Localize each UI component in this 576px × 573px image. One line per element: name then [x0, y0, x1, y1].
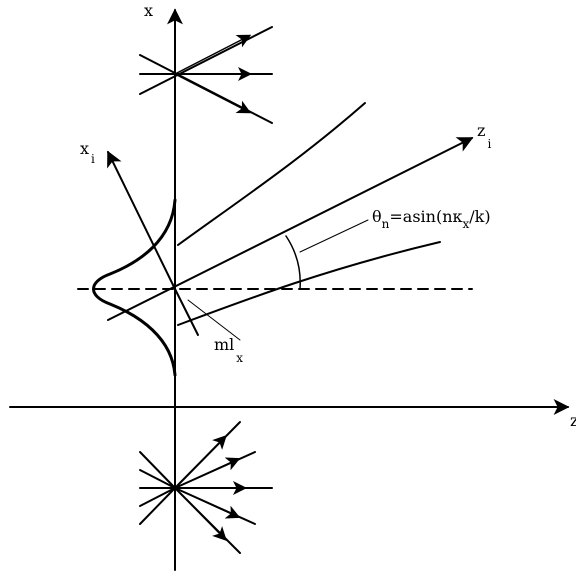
gaussian-profile	[92, 198, 177, 377]
x-axis-label: x	[144, 1, 153, 20]
theta-leader-line	[299, 219, 369, 253]
zi-axis-arrow	[107, 137, 474, 321]
theta-angle-arc	[285, 235, 301, 290]
xi-axis-tail	[174, 288, 199, 336]
z-axis-label: z	[570, 411, 576, 430]
bottom-ray-bundle	[139, 421, 273, 554]
xi-axis-label: xi	[80, 139, 95, 166]
ml-label: mlx	[214, 335, 243, 365]
theta-formula-label: θn=asin(nκx/k)	[372, 207, 491, 231]
beam-upper-edge	[177, 102, 366, 246]
beam-lower-edge	[177, 241, 441, 326]
ml-leader-line	[187, 299, 241, 341]
zi-axis-label: zi	[477, 121, 491, 151]
top-ray-bundle	[139, 26, 273, 124]
xi-axis-arrow	[107, 150, 176, 290]
